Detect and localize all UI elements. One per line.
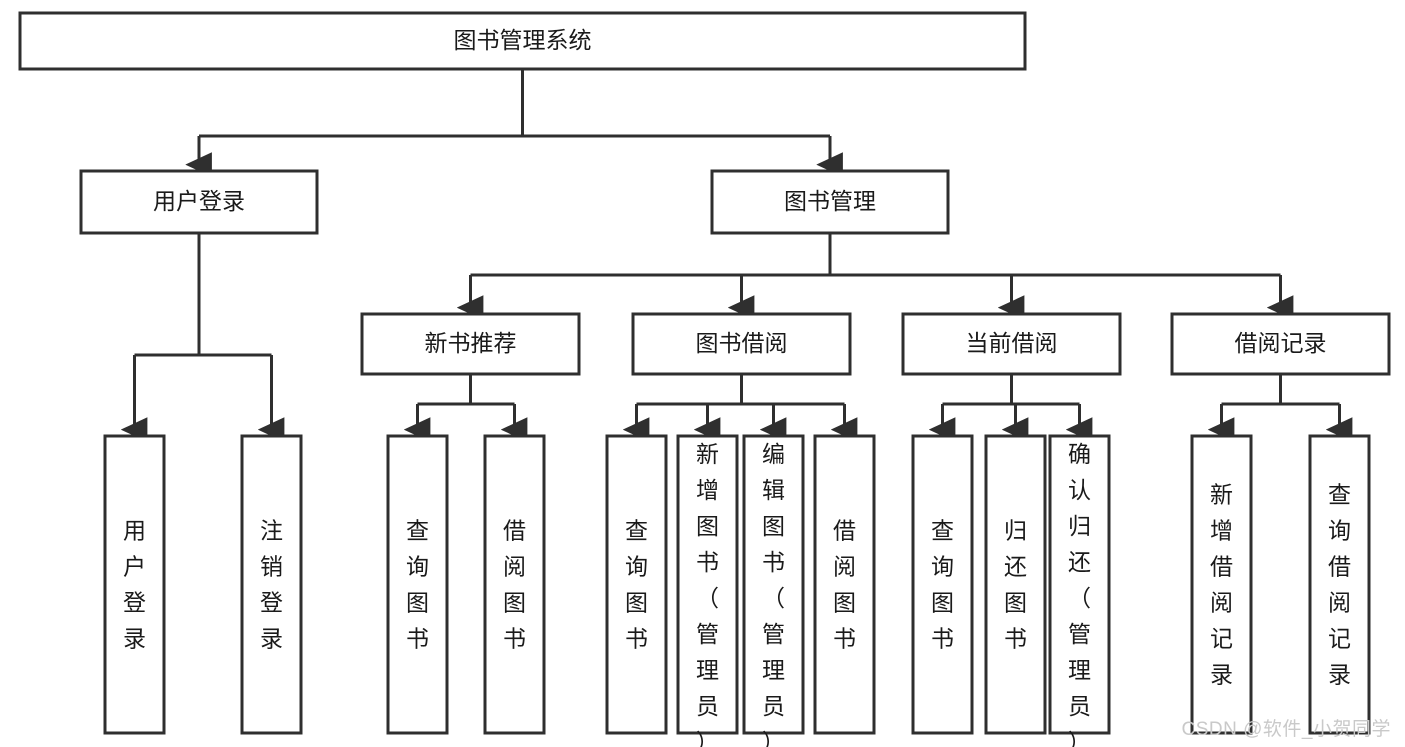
node-leaf-add-book-admin[interactable]: 新增图书（管理员） (676, 434, 739, 747)
node-book-management-label: 图书管理 (784, 188, 876, 214)
node-leaf-query-book-borrow-box[interactable] (605, 434, 668, 735)
node-leaf-edit-book-admin-box[interactable] (742, 434, 805, 735)
node-leaf-query-borrow-record[interactable]: 查询借阅记录 (1308, 434, 1371, 735)
node-leaf-borrow-book-label: 借阅图书 (833, 518, 856, 652)
node-user-login[interactable]: 用户登录 (79, 169, 319, 235)
node-borrow-record[interactable]: 借阅记录 (1170, 312, 1391, 376)
node-leaf-borrow-book-recommend[interactable]: 借阅图书 (483, 434, 546, 735)
node-new-book-recommend[interactable]: 新书推荐 (360, 312, 581, 376)
node-user-login-label: 用户登录 (153, 188, 245, 214)
node-leaf-return-book[interactable]: 归还图书 (984, 434, 1047, 735)
node-leaf-confirm-return-admin[interactable]: 确认归还（管理员） (1048, 434, 1111, 747)
node-leaf-borrow-book-recommend-box[interactable] (483, 434, 546, 735)
node-book-borrow[interactable]: 图书借阅 (631, 312, 852, 376)
node-leaf-edit-book-admin[interactable]: 编辑图书（管理员） (742, 434, 805, 747)
node-leaf-query-book-borrow-label: 查询图书 (625, 518, 648, 652)
node-root-system-label: 图书管理系统 (454, 27, 592, 53)
node-leaf-add-book-admin-box[interactable] (676, 434, 739, 735)
node-leaf-logout-login[interactable]: 注销登录 (240, 434, 303, 735)
node-book-management[interactable]: 图书管理 (710, 169, 950, 235)
node-leaf-query-book-current-label: 查询图书 (931, 518, 954, 652)
node-leaf-edit-book-admin-label: 编辑图书（管理员） (762, 441, 785, 747)
node-leaf-query-borrow-record-label: 查询借阅记录 (1328, 482, 1351, 688)
node-layer: 图书管理系统用户登录图书管理新书推荐图书借阅当前借阅借阅记录用户登录注销登录查询… (18, 11, 1391, 747)
node-leaf-logout-login-box[interactable] (240, 434, 303, 735)
node-current-borrow-box[interactable] (901, 312, 1122, 376)
node-leaf-query-book-borrow[interactable]: 查询图书 (605, 434, 668, 735)
node-leaf-user-login[interactable]: 用户登录 (103, 434, 166, 735)
node-new-book-recommend-label: 新书推荐 (425, 330, 517, 356)
node-book-borrow-box[interactable] (631, 312, 852, 376)
node-leaf-query-borrow-record-box[interactable] (1308, 434, 1371, 735)
node-leaf-add-borrow-record-label: 新增借阅记录 (1210, 482, 1233, 688)
node-leaf-confirm-return-admin-label: 确认归还（管理员） (1068, 441, 1091, 747)
node-leaf-confirm-return-admin-box[interactable] (1048, 434, 1111, 735)
node-book-borrow-label: 图书借阅 (696, 330, 788, 356)
node-current-borrow[interactable]: 当前借阅 (901, 312, 1122, 376)
node-root-system[interactable]: 图书管理系统 (18, 11, 1027, 71)
node-leaf-query-book-recommend[interactable]: 查询图书 (386, 434, 449, 735)
node-leaf-borrow-book-box[interactable] (813, 434, 876, 735)
node-borrow-record-box[interactable] (1170, 312, 1391, 376)
node-leaf-query-book-recommend-label: 查询图书 (406, 518, 429, 652)
node-leaf-user-login-box[interactable] (103, 434, 166, 735)
node-leaf-user-login-label: 用户登录 (123, 518, 146, 652)
node-current-borrow-label: 当前借阅 (966, 330, 1058, 356)
node-leaf-add-borrow-record-box[interactable] (1190, 434, 1253, 735)
node-leaf-add-borrow-record[interactable]: 新增借阅记录 (1190, 434, 1253, 735)
edge-layer (135, 69, 1340, 432)
node-leaf-borrow-book[interactable]: 借阅图书 (813, 434, 876, 735)
node-leaf-query-book-current[interactable]: 查询图书 (911, 434, 974, 735)
node-borrow-record-label: 借阅记录 (1235, 330, 1327, 356)
node-leaf-add-book-admin-label: 新增图书（管理员） (696, 441, 719, 747)
node-book-management-box[interactable] (710, 169, 950, 235)
node-user-login-box[interactable] (79, 169, 319, 235)
node-leaf-query-book-recommend-box[interactable] (386, 434, 449, 735)
node-leaf-return-book-label: 归还图书 (1004, 518, 1027, 652)
node-root-system-box[interactable] (18, 11, 1027, 71)
node-leaf-borrow-book-recommend-label: 借阅图书 (503, 518, 526, 652)
node-new-book-recommend-box[interactable] (360, 312, 581, 376)
node-leaf-query-book-current-box[interactable] (911, 434, 974, 735)
node-leaf-return-book-box[interactable] (984, 434, 1047, 735)
node-leaf-logout-login-label: 注销登录 (260, 518, 283, 652)
